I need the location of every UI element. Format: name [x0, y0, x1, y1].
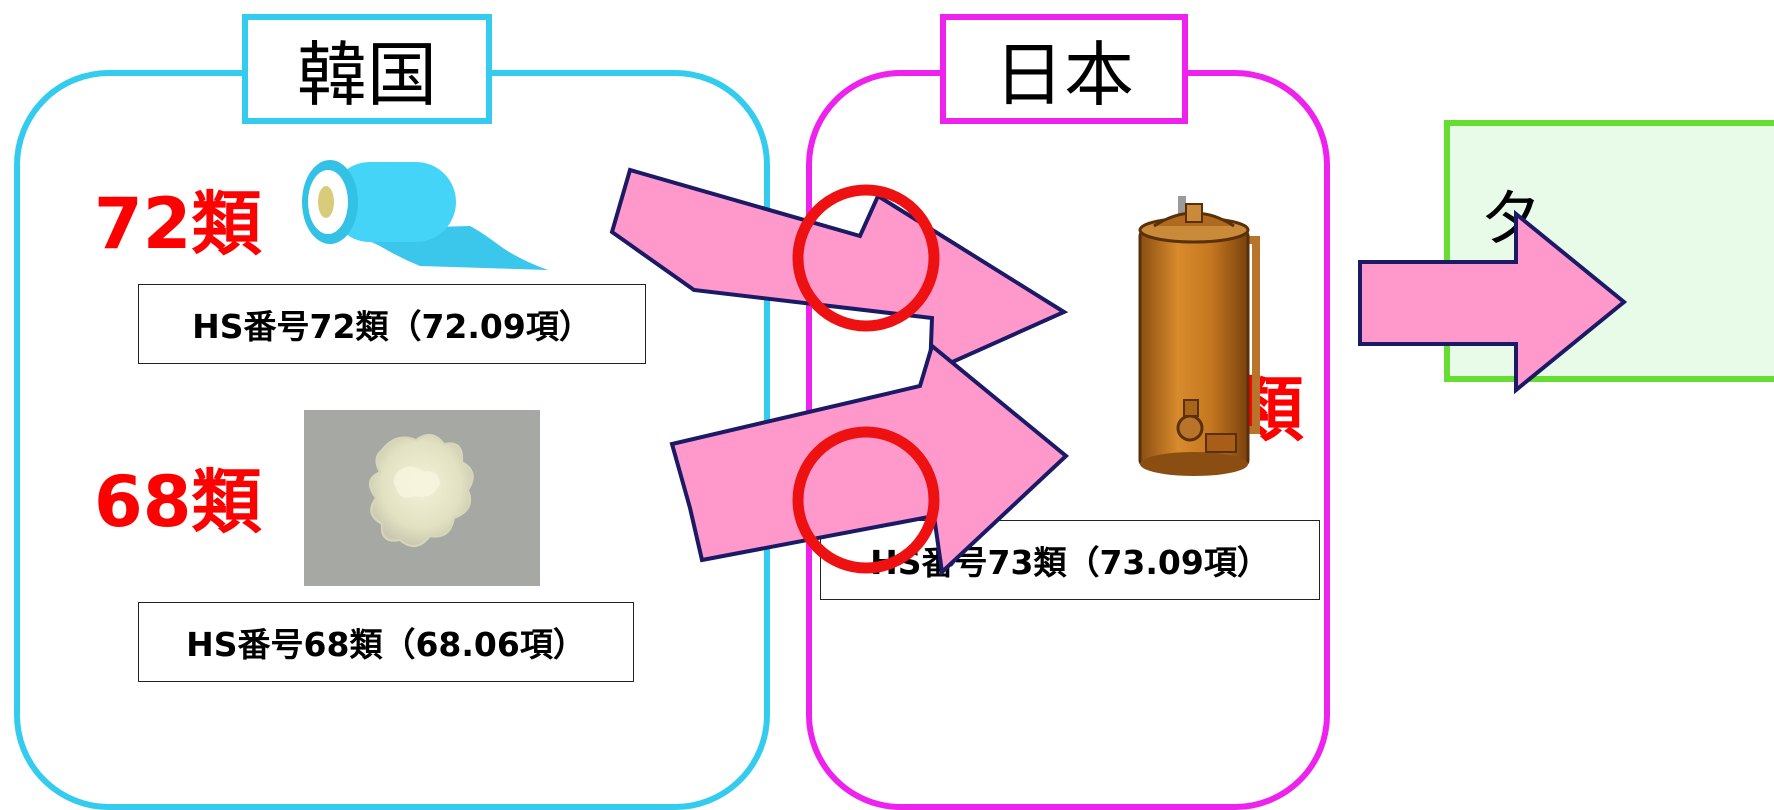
hs-code-box-72: HS番号72類（72.09項）	[138, 284, 646, 364]
flow-arrow-japan-to-thailand	[1358, 209, 1628, 395]
flow-arrow-72-to-japan	[609, 167, 1069, 376]
class-label-72: 72類	[94, 183, 262, 265]
hs-code-box-73: HS番号73類（73.09項）	[820, 520, 1320, 600]
accept-circle-lower	[792, 426, 940, 574]
japan-title: 日本	[940, 14, 1188, 124]
class-label-68: 68類	[94, 461, 262, 543]
diagram-graphics	[302, 160, 1628, 577]
steel-sheet-roll-icon	[302, 160, 548, 270]
korea-title: 韓国	[242, 14, 492, 124]
flow-arrow-68-to-japan	[669, 342, 1070, 577]
hs-code-box-68: HS番号68類（68.06項）	[138, 602, 634, 682]
mineral-wool-photo	[304, 410, 540, 586]
accept-circle-upper	[792, 184, 940, 332]
water-heater-tank-icon	[1138, 196, 1260, 476]
